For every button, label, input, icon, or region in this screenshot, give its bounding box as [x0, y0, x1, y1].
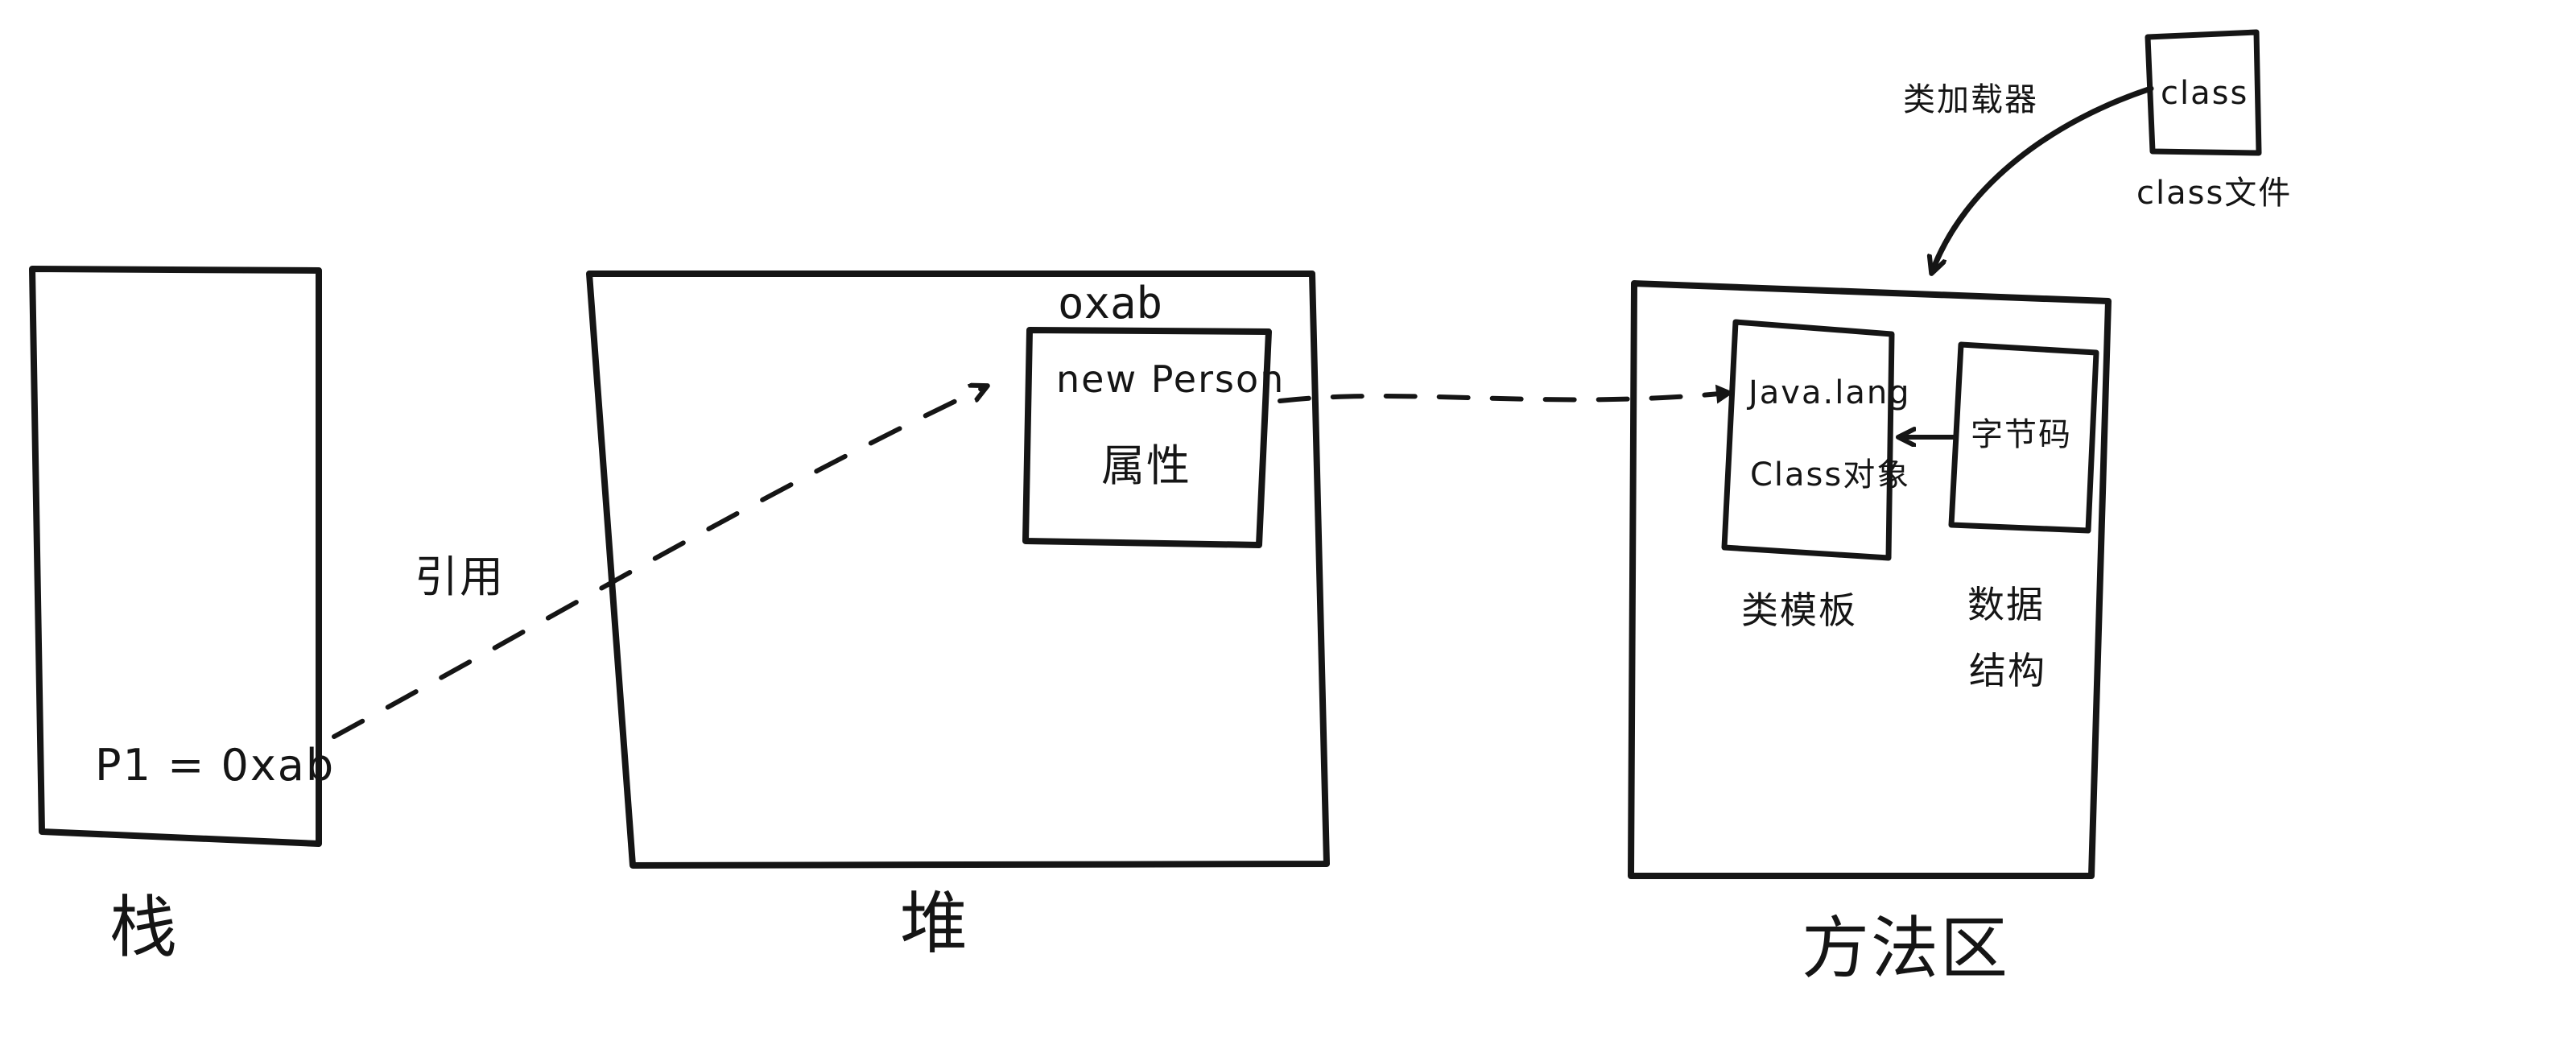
class-loader-arrow	[1932, 85, 2154, 272]
stack-label: 栈	[109, 888, 180, 967]
stack-variable-text: P1 = 0xab	[95, 740, 336, 791]
class-object-line1: Java.lang	[1748, 374, 1911, 411]
method-area-label: 方法区	[1802, 909, 2010, 988]
heap-box	[586, 271, 1330, 869]
bytecode-text: 字节码	[1971, 416, 2072, 453]
class-loader-label: 类加载器	[1903, 81, 2038, 118]
stack-box	[29, 266, 322, 847]
class-file-caption: class文件	[2136, 175, 2293, 212]
class-file-box	[2145, 29, 2262, 156]
object-attribute-text: 属性	[1101, 440, 1191, 491]
class-template-label: 类模板	[1741, 589, 1857, 632]
object-title-text: new Person	[1056, 357, 1286, 401]
class-object-box	[1721, 319, 1895, 561]
reference-arrow	[332, 386, 986, 739]
data-structure-label-line2: 结构	[1969, 649, 2046, 692]
person-object-box	[1022, 327, 1272, 548]
class-file-box-text: class	[2161, 75, 2249, 112]
data-structure-label-line1: 数据	[1967, 583, 2045, 626]
object-to-class-arrow	[1278, 384, 1734, 404]
reference-label: 引用	[415, 551, 505, 602]
bytecode-box	[1948, 341, 2099, 534]
heap-label: 堆	[900, 884, 970, 963]
heap-address-text: oxab	[1058, 278, 1163, 328]
method-area-box	[1628, 280, 2112, 879]
class-object-line2: Class对象	[1750, 456, 1911, 494]
